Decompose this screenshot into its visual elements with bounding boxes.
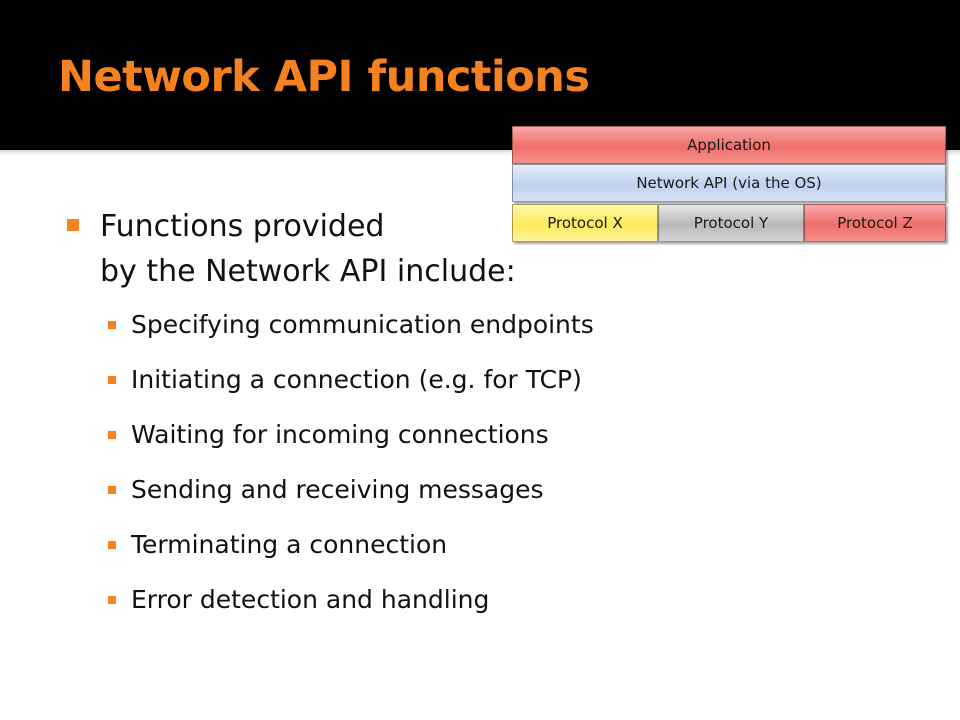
bullet-square-icon bbox=[108, 431, 116, 439]
main-bullet-line-1: Functions provided bbox=[100, 209, 385, 244]
main-bullet: Functions provided by the Network API in… bbox=[67, 204, 516, 294]
bullet-square-icon bbox=[108, 541, 116, 549]
protocol-x-box: Protocol X bbox=[512, 204, 658, 242]
sub-bullet-item: Sending and receiving messages bbox=[108, 475, 594, 505]
bullet-square-icon bbox=[67, 219, 79, 231]
sub-bullet-text: Error detection and handling bbox=[131, 585, 490, 614]
network-api-layer-box: Network API (via the OS) bbox=[512, 164, 946, 202]
sub-bullet-item: Initiating a connection (e.g. for TCP) bbox=[108, 365, 594, 395]
sub-bullet-text: Initiating a connection (e.g. for TCP) bbox=[131, 365, 582, 394]
sub-bullet-text: Sending and receiving messages bbox=[131, 475, 544, 504]
sub-bullet-item: Specifying communication endpoints bbox=[108, 310, 594, 340]
bullet-square-icon bbox=[108, 376, 116, 384]
slide-title: Network API functions bbox=[58, 52, 590, 102]
main-bullet-line-2: by the Network API include: bbox=[100, 254, 516, 289]
sub-bullet-item: Error detection and handling bbox=[108, 585, 594, 615]
bullet-square-icon bbox=[108, 486, 116, 494]
bullet-square-icon bbox=[108, 321, 116, 329]
title-divider bbox=[0, 150, 960, 156]
sub-bullet-text: Terminating a connection bbox=[131, 530, 448, 559]
bullet-square-icon bbox=[108, 596, 116, 604]
sub-bullet-item: Terminating a connection bbox=[108, 530, 594, 560]
title-bar: Network API functions bbox=[0, 0, 960, 150]
sub-bullet-text: Waiting for incoming connections bbox=[131, 420, 549, 449]
application-layer-box: Application bbox=[512, 126, 946, 164]
protocol-z-box: Protocol Z bbox=[804, 204, 946, 242]
sub-bullet-item: Waiting for incoming connections bbox=[108, 420, 594, 450]
sub-bullet-text: Specifying communication endpoints bbox=[131, 310, 594, 339]
protocol-y-box: Protocol Y bbox=[658, 204, 804, 242]
sub-bullet-list: Specifying communication endpoints Initi… bbox=[108, 310, 594, 640]
protocol-stack-diagram: Application Network API (via the OS) Pro… bbox=[512, 126, 946, 242]
